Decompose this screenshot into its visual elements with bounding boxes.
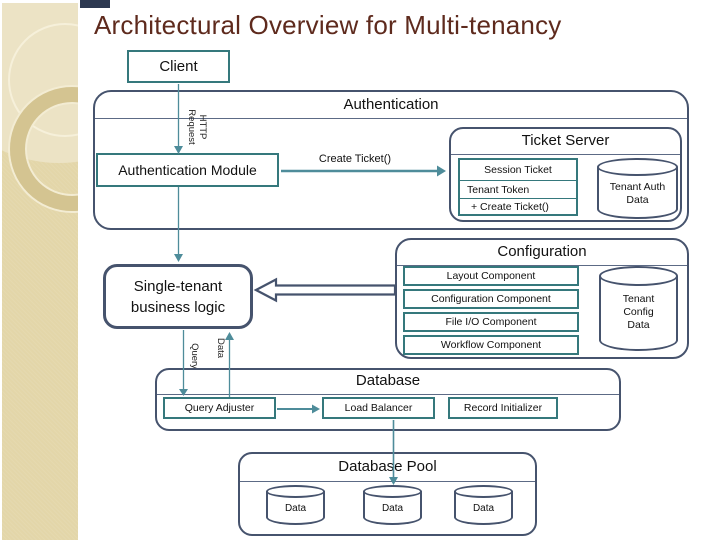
- http-request-label: HTTP Request: [186, 104, 208, 150]
- ticket-server-title-rule: [451, 154, 680, 155]
- ticket-server-title: Ticket Server: [521, 132, 610, 149]
- configuration-component-box: Configuration Component: [403, 289, 579, 309]
- single-tenant-logic-box: Single-tenant business logic: [103, 264, 253, 329]
- pool-data-cylinder-1: Data: [266, 485, 325, 525]
- client-box: Client: [127, 50, 230, 83]
- file-io-component-box: File I/O Component: [403, 312, 579, 332]
- database-pool-title: Database Pool: [338, 458, 437, 475]
- database-pool-title-rule: [240, 481, 535, 482]
- workflow-component-box: Workflow Component: [403, 335, 579, 355]
- class-attribute-row: Tenant Token: [460, 181, 576, 199]
- pool-data-cylinder-2: Data: [363, 485, 422, 525]
- class-name-row: Session Ticket: [460, 160, 576, 181]
- http-request-line2: Request: [185, 109, 197, 145]
- query-adjuster-box: Query Adjuster: [163, 397, 276, 419]
- single-tenant-line1: Single-tenant: [133, 277, 223, 295]
- tenant-config-data-label: Tenant Config Data: [622, 293, 655, 332]
- create-ticket-label: Create Ticket(): [318, 153, 392, 165]
- tenant-config-data-cylinder: Tenant Config Data: [599, 266, 678, 351]
- client-label: Client: [159, 58, 198, 75]
- top-edge-ornament: [80, 0, 110, 8]
- tenant-auth-data-label: Tenant Auth Data: [609, 181, 666, 207]
- configuration-title: Configuration: [497, 243, 587, 260]
- layout-component-box: Layout Component: [403, 266, 579, 286]
- http-request-line1: HTTP: [197, 114, 208, 140]
- load-balancer-box: Load Balancer: [322, 397, 435, 419]
- data-label: Data: [215, 337, 226, 359]
- authentication-module-box: Authentication Module: [96, 153, 279, 187]
- single-tenant-line2: business logic: [130, 298, 226, 316]
- sidebar-decoration: [2, 3, 78, 540]
- authentication-title: Authentication: [343, 96, 439, 113]
- configuration-to-logic-hollow-arrow: [253, 277, 397, 303]
- database-title: Database: [355, 372, 421, 389]
- authentication-module-label: Authentication Module: [118, 162, 257, 178]
- authentication-title-rule: [95, 118, 687, 119]
- database-title-rule: [157, 394, 619, 395]
- session-ticket-class-box: Session Ticket Tenant Token + Create Tic…: [458, 158, 578, 216]
- configuration-title-rule: [397, 265, 687, 266]
- pool-data-cylinder-3: Data: [454, 485, 513, 525]
- page-title: Architectural Overview for Multi-tenancy: [94, 10, 562, 40]
- record-initializer-box: Record Initializer: [448, 397, 558, 419]
- tenant-auth-data-cylinder: Tenant Auth Data: [597, 158, 678, 219]
- class-method-row: + Create Ticket(): [471, 201, 549, 213]
